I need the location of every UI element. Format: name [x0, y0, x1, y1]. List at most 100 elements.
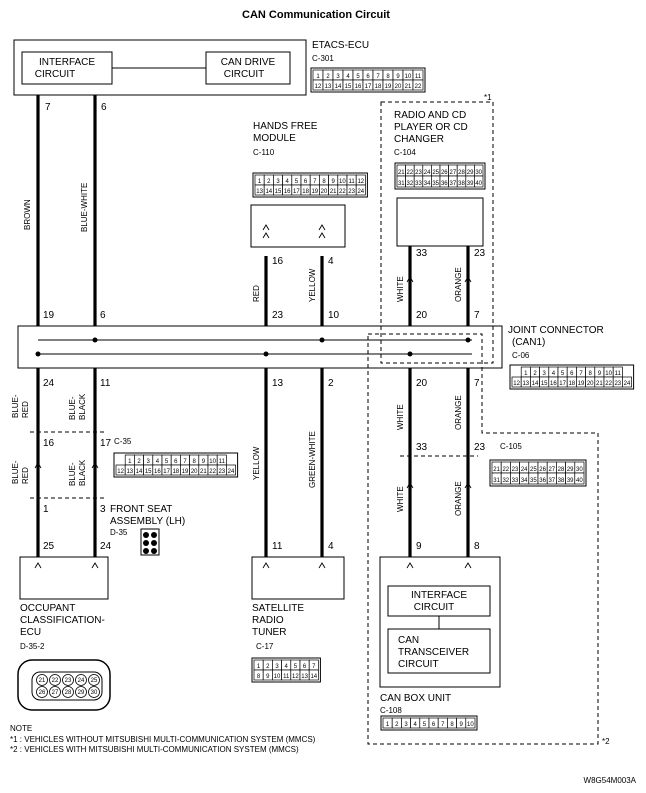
hf-connector-pin-label: 3 — [276, 179, 280, 185]
c35-label: C-35 — [114, 437, 132, 446]
pin-sat-11: 11 — [272, 541, 283, 552]
occupant-pin-label: 28 — [65, 690, 72, 696]
radio-connector-pin-label: 39 — [467, 181, 474, 187]
canbox-connector-outline — [380, 715, 478, 731]
etacs-name: ETACS-ECU — [312, 40, 369, 51]
canbox-transceiver-line1: CAN — [398, 635, 419, 646]
pin-radio-23: 23 — [474, 248, 486, 259]
occupant-connector: D-35-2 — [20, 642, 45, 651]
canbox-connector-pin-label: 1 — [386, 722, 390, 728]
pin-joint-6: 6 — [100, 310, 106, 321]
hf-connector-pin-label: 21 — [330, 189, 337, 195]
pin-c105-23: 23 — [474, 442, 486, 453]
front-seat-name-line2: ASSEMBLY (LH) — [110, 516, 185, 527]
c35-connector-pin-label: 10 — [209, 459, 216, 465]
terminal-markers — [34, 224, 472, 569]
pin-joint-20: 20 — [416, 310, 428, 321]
etacs-ecu: INTERFACE CIRCUIT CAN DRIVE CIRCUIT ETAC… — [13, 39, 426, 96]
c35-connector-pin-label: 3 — [147, 459, 151, 465]
front-seat-assembly: FRONT SEAT ASSEMBLY (LH) D-35 — [110, 504, 185, 556]
joint-connector-pin-label: 4 — [552, 371, 556, 377]
occupant-name-line1: OCCUPANT — [20, 603, 75, 614]
canbox-connector-pin-label: 4 — [414, 722, 418, 728]
radio-connector-outline — [394, 162, 486, 190]
color-green-white: GREEN-WHITE — [308, 431, 317, 488]
radio-connector-pin-label: 37 — [450, 181, 457, 187]
occupant-pin-label: 24 — [78, 678, 85, 684]
joint-connector-pin-label: 5 — [561, 371, 565, 377]
c35-connector-pin-label: 20 — [191, 469, 198, 475]
satellite-name-line1: SATELLITE — [252, 603, 304, 614]
terminal-arrow — [406, 562, 414, 569]
etacs-connector-pin-label: 22 — [415, 84, 422, 90]
etacs-connector-pin-label: 13 — [325, 84, 332, 90]
radio-name-line1: RADIO AND CD — [394, 110, 466, 121]
color-blue-black-b-2: BLACK — [78, 459, 87, 486]
c35-connector-pin-label: 21 — [200, 469, 207, 475]
color-blue-black-a-1: BLUE- — [68, 396, 77, 420]
c105-connector-outline — [489, 459, 587, 487]
hands-free-name-line1: HANDS FREE — [253, 121, 318, 132]
joint-connector-pin-label: 12 — [513, 381, 520, 387]
sat-connector-pin-label: 5 — [294, 664, 298, 670]
sat-connector-pin-label: 12 — [292, 674, 299, 680]
canbox-name: CAN BOX UNIT — [380, 693, 451, 704]
note-heading: NOTE — [10, 724, 32, 733]
etacs-connector-pin-label: 4 — [346, 74, 350, 80]
diagram-code: W8G54M003A — [584, 776, 637, 785]
c35-connector-pin-label: 11 — [219, 459, 226, 465]
color-blue-red-a-2: RED — [21, 401, 30, 418]
sat-connector-pin-label: 4 — [285, 664, 289, 670]
pin-box-8: 8 — [474, 541, 480, 552]
radio-connector-pin-label: 33 — [415, 181, 422, 187]
note-line1: *1 : VEHICLES WITHOUT MITSUBISHI MULTI-C… — [10, 735, 316, 744]
terminal-arrow — [406, 276, 414, 283]
occupant-pin-label: 29 — [78, 690, 85, 696]
occupant-pin-label: 27 — [52, 690, 59, 696]
c105-connector-pin-label: 21 — [493, 467, 500, 473]
hands-free-box — [250, 204, 346, 248]
c35-connector-pin-label: 13 — [126, 469, 133, 475]
c105-connector-pin-label: 35 — [530, 478, 537, 484]
joint-connector-pin-label: 1 — [524, 371, 528, 377]
occupant-pin — [75, 674, 87, 686]
pin-hf-16: 16 — [272, 256, 284, 267]
pin-joint-10: 10 — [328, 310, 340, 321]
etacs-connector-pin-label: 2 — [326, 74, 330, 80]
joint-connector-pin-label: 15 — [541, 381, 548, 387]
radio-optional-region — [380, 101, 494, 364]
sat-connector-pin-label: 10 — [274, 674, 281, 680]
color-blue-black-b-1: BLUE- — [68, 462, 77, 486]
etacs-connector-pin-label: 11 — [415, 74, 422, 80]
c105-connector-pin-label: 22 — [502, 467, 509, 473]
pin-joint-13: 13 — [272, 378, 284, 389]
satellite-name-line2: RADIO — [252, 615, 284, 626]
joint-connector-pin-label: 24 — [624, 381, 631, 387]
occupant-pin-label: 26 — [39, 690, 46, 696]
etacs-connector-pin-label: 10 — [405, 74, 412, 80]
c35-connector-pin-label: 8 — [193, 459, 197, 465]
c105-connector-pin-label: 31 — [493, 478, 500, 484]
hf-connector-pin-label: 17 — [293, 189, 300, 195]
joint-name-line1: JOINT CONNECTOR — [508, 325, 604, 336]
pin-ecu-25: 25 — [43, 541, 55, 552]
hf-connector-pin-label: 9 — [332, 179, 336, 185]
radio-connector-pin-label: 26 — [441, 170, 448, 176]
radio-connector-pin-label: 36 — [441, 181, 448, 187]
c35-connector-pin-label: 2 — [137, 459, 141, 465]
color-orange: ORANGE — [454, 267, 463, 302]
pin-radio-33: 33 — [416, 248, 428, 259]
sat-connector-pin-label: 2 — [266, 664, 270, 670]
color-can-white-b: WHITE — [396, 486, 405, 512]
canbox-connector-pin-label: 5 — [423, 722, 427, 728]
radio-connector-pin-label: 38 — [458, 181, 465, 187]
